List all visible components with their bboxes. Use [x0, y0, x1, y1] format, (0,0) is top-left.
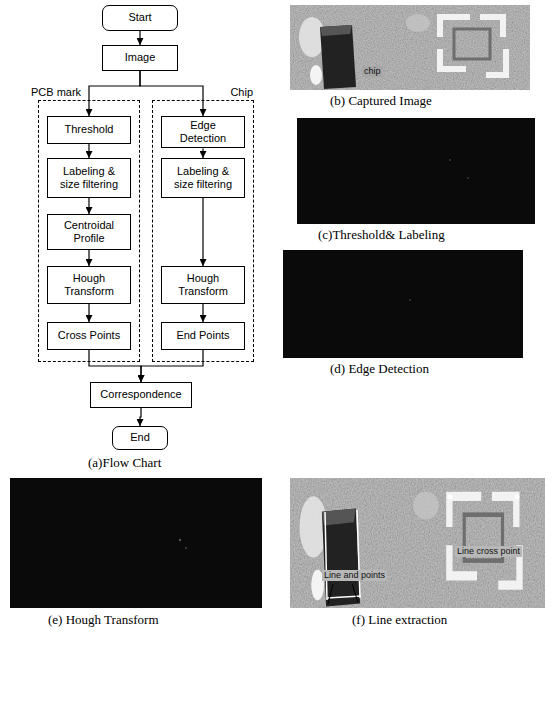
process-box: Cross Points	[47, 322, 131, 350]
photo-annotation: Line cross point	[455, 546, 522, 557]
extracted-line	[357, 510, 360, 598]
figure-caption: (e) Hough Transform	[48, 612, 159, 628]
leader-arrow	[328, 584, 333, 604]
line-extraction-photo	[290, 478, 545, 608]
photo-annotation: Line and points	[322, 570, 387, 581]
flow-arrow	[89, 71, 140, 116]
captured-photo	[290, 5, 530, 90]
flow-arrow	[141, 350, 203, 382]
figure-caption: (a)Flow Chart	[88, 455, 161, 471]
terminal-box: Start	[102, 5, 178, 31]
flow-arrow	[88, 250, 89, 266]
figure-caption: (c)Threshold& Labeling	[318, 227, 445, 243]
flow-arrow	[89, 350, 141, 382]
flow-arrow	[88, 304, 89, 322]
flow-arrow	[140, 408, 141, 426]
hough-image	[10, 478, 262, 608]
box-text: Threshold	[52, 123, 126, 136]
flow-arrow	[88, 144, 89, 158]
box-text: End Points	[166, 329, 240, 342]
dashed-group: ChipEdge DetectionLabeling & size filter…	[152, 100, 254, 362]
box-text: Start	[107, 11, 173, 24]
cross-point	[448, 495, 453, 500]
flow-arrow	[88, 198, 89, 214]
process-box: Labeling & size filtering	[47, 158, 131, 198]
extracted-line	[325, 512, 327, 600]
box-text: Hough Transform	[166, 272, 240, 298]
figure-caption: (b) Captured Image	[330, 93, 432, 109]
threshold-image	[297, 118, 535, 224]
figure-caption: (d) Edge Detection	[330, 361, 429, 377]
process-box: Hough Transform	[161, 266, 245, 304]
box-text: End	[117, 431, 163, 444]
box-text: Correspondence	[95, 388, 187, 401]
group-heading: Chip	[230, 86, 253, 99]
flow-arrow	[202, 198, 203, 266]
figure-caption: (f) Line extraction	[352, 612, 447, 628]
box-text: Labeling & size filtering	[166, 165, 240, 191]
process-box: Image	[102, 45, 178, 71]
cross-point	[515, 495, 520, 500]
flow-arrow	[202, 304, 203, 322]
process-box: Labeling & size filtering	[161, 158, 245, 198]
box-text: Image	[107, 51, 173, 64]
process-box: End Points	[161, 322, 245, 350]
process-box: Correspondence	[90, 382, 192, 408]
process-box: Hough Transform	[47, 266, 131, 304]
box-text: Edge Detection	[166, 119, 240, 145]
box-text: Centroidal Profile	[52, 219, 126, 245]
process-box: Threshold	[47, 116, 131, 144]
photo-annotation: chip	[362, 66, 383, 77]
flow-arrow	[202, 148, 203, 158]
process-box: Centroidal Profile	[47, 214, 131, 250]
flow-arrow	[140, 71, 203, 116]
box-text: Hough Transform	[52, 272, 126, 298]
dashed-group: PCB markThresholdLabeling & size filteri…	[38, 100, 140, 362]
process-box: Edge Detection	[161, 116, 245, 148]
box-text: Cross Points	[52, 329, 126, 342]
group-heading: PCB mark	[31, 86, 81, 99]
edge-image	[283, 250, 523, 358]
flow-arrow	[139, 31, 140, 45]
terminal-box: End	[112, 426, 168, 450]
leader-arrow	[352, 584, 358, 602]
box-text: Labeling & size filtering	[52, 165, 126, 191]
